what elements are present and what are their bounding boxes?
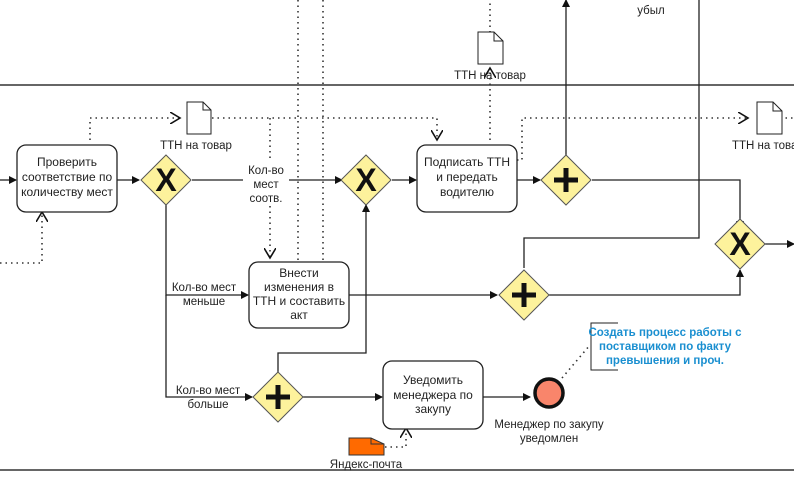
task-amend-ttn[interactable]: Внести изменения в ТТН и составить акт [248,261,350,329]
task-label-line: менеджера по [393,388,473,402]
flow-label-more: Кол-во мест больше [176,385,241,411]
end-event-label: уведомлен [520,433,578,445]
flow-label-line: меньше [183,296,225,308]
document-ttn-2[interactable]: ТТН на товар [454,31,526,82]
end-event-label: Менеджер по закупу [494,419,604,431]
task-label-line: соответствие по [22,170,113,184]
task-label-line: закупу [415,402,451,416]
parallel-plus-icon [512,283,536,307]
task-label-line: Внести [279,266,319,280]
flow-label-line: мест [253,179,279,191]
parallel-plus-icon [266,385,290,409]
exclusive-x-icon: X [729,226,751,262]
flow-label-line: Кол-во [248,165,284,177]
document-label: Яндекс-почта [330,459,403,471]
task-label-line: количеству мест [21,185,113,199]
annotation-line: превышения и проч. [606,355,724,367]
gateway-exclusive-merge[interactable]: X [340,154,392,206]
annotation-line: Создать процесс работы с [588,327,742,339]
task-label-line: водителю [440,185,494,199]
flow-label-line: Кол-во мест [176,385,241,397]
text-annotation[interactable]: Создать процесс работы с поставщиком по … [588,322,742,371]
task-label-line: Проверить [37,155,97,169]
exclusive-x-icon: X [155,162,177,198]
task-label-line: Уведомить [403,373,463,387]
task-notify-manager[interactable]: Уведомить менеджера по закупу [382,360,484,430]
flow-label-line: больше [187,399,228,411]
document-label: ТТН на товар [454,70,526,82]
document-ttn-1[interactable]: ТТН на товар [160,101,232,152]
parallel-plus-icon [554,168,578,192]
partial-event-label: убыл [637,5,664,17]
document-label: ТТН на товар [160,140,232,152]
gateway-parallel-sign[interactable] [540,154,592,206]
task-label-line: акт [290,308,308,322]
gateway-exclusive-check[interactable]: X [140,154,192,206]
gateway-parallel-amend[interactable] [498,269,550,321]
exclusive-x-icon: X [355,162,377,198]
gateway-exclusive-final[interactable]: X [714,218,766,270]
document-label: ТТН на товар [732,140,794,152]
task-label-line: изменения в [264,280,334,294]
task-check-quantity[interactable]: Проверить соответствие по количеству мес… [16,144,118,213]
task-sign-ttn[interactable]: Подписать ТТН и передать водителю [416,144,518,213]
flow-label-line: соотв. [250,193,283,205]
end-event[interactable]: Менеджер по закупу уведомлен [494,377,604,445]
annotation-line: поставщиком по факту [599,341,732,353]
document-yandex-mail[interactable]: Яндекс-почта [330,437,403,471]
sequence-flows [0,0,794,401]
task-label-line: и передать [436,170,497,184]
task-label-line: ТТН и составить [253,294,345,308]
flow-label-equal: Кол-во мест соотв. [243,160,289,206]
gateway-parallel-more[interactable] [252,371,304,423]
flow-label-line: Кол-во мест [172,282,237,294]
flow-label-less: Кол-во мест меньше [172,282,237,308]
task-label-line: Подписать ТТН [424,155,510,169]
document-ttn-3[interactable]: ТТН на товар [732,101,794,152]
